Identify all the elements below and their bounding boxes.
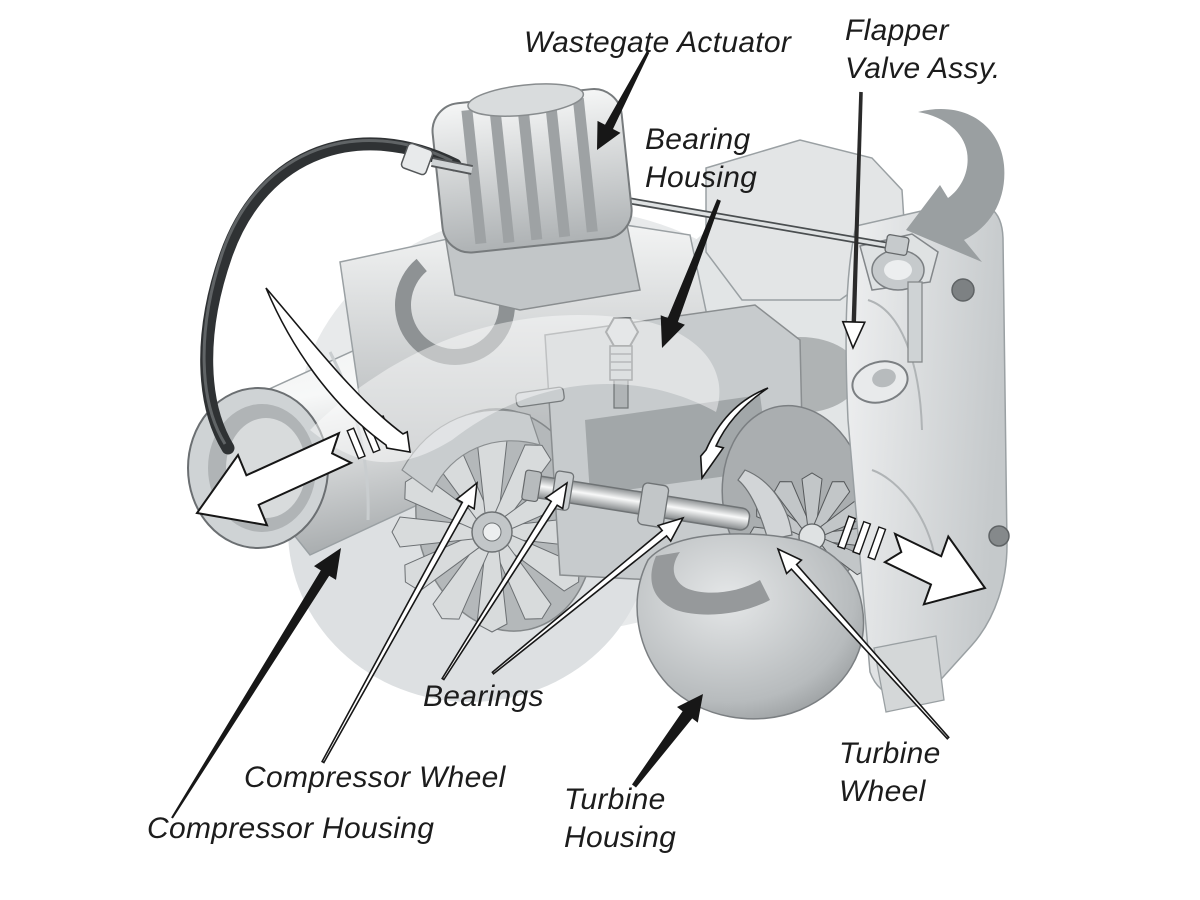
turbine-intake-swirl-arrow [699,387,769,481]
flange-bolt-hole [951,278,975,302]
label-turbine-wheel: Turbine Wheel [839,737,941,808]
label-wastegate-actuator: Wastegate Actuator [524,26,792,59]
flapper-valve-stem [907,281,923,363]
compressor-outlet-flow-arrow [195,431,354,527]
exhaust-outlet-speed-bars [837,515,887,561]
pointer-flapper-valve-head [841,320,867,351]
flange-bolt-hole [988,525,1010,547]
airflow-ghost-band [310,314,720,463]
wastegate-actuator [431,83,641,311]
bearing-journal-right [637,482,670,528]
oil-drain-stud [515,386,565,408]
compressor-intake-swirl-arrow [265,287,411,453]
actuator-rib [516,97,543,241]
leader-arrows [171,51,950,819]
rotor-shaft [521,469,751,531]
flapper-valve-assembly [851,233,939,404]
volute-hook [651,552,770,615]
compressor-shroud [401,409,541,493]
pointer-turbine-wheel [776,547,950,740]
label-flapper-valve-assy: Flapper Valve Assy. [845,14,1001,85]
label-compressor-wheel: Compressor Wheel [244,761,506,794]
actuator-rib [488,102,515,244]
label-bearing-housing: Bearing Housing [645,123,758,194]
compressor-wheel-nut [482,522,502,542]
rod-clevis [884,234,910,256]
hose-clamp [400,142,434,176]
pointer-bearing-housing [660,199,721,348]
label-compressor-housing: Compressor Housing [147,812,435,845]
actuator-rib [461,109,487,245]
machine-body [187,83,1010,720]
pointer-bearing-left [441,481,569,681]
pointer-wastegate-actuator [597,51,650,150]
exhaust-outlet-flow-arrow [882,531,987,606]
pointer-compressor-wheel [321,481,479,764]
duct-seam [328,351,370,521]
flow-arrows [195,108,1005,606]
pointer-bearing-right [491,516,685,675]
shaft-nut [521,469,543,503]
pointer-turbine-housing [632,694,703,788]
flange-foot [873,635,945,713]
actuator-rib [572,97,598,233]
pointer-compressor-housing [171,548,341,819]
actuator-rib [544,96,571,238]
flange-face-lines [867,299,936,561]
label-turbine-housing: Turbine Housing [564,783,677,854]
air-hose [200,137,473,455]
label-bearings: Bearings [423,680,544,713]
oil-inlet-fitting [604,317,640,409]
flapper-valve-pivot-face [884,260,912,280]
pointer-flapper-valve-line [851,91,863,323]
exhaust-inlet-swoosh-arrow [906,108,1005,263]
flapper-valve-nut [872,368,896,388]
actuator-cap [467,83,585,117]
